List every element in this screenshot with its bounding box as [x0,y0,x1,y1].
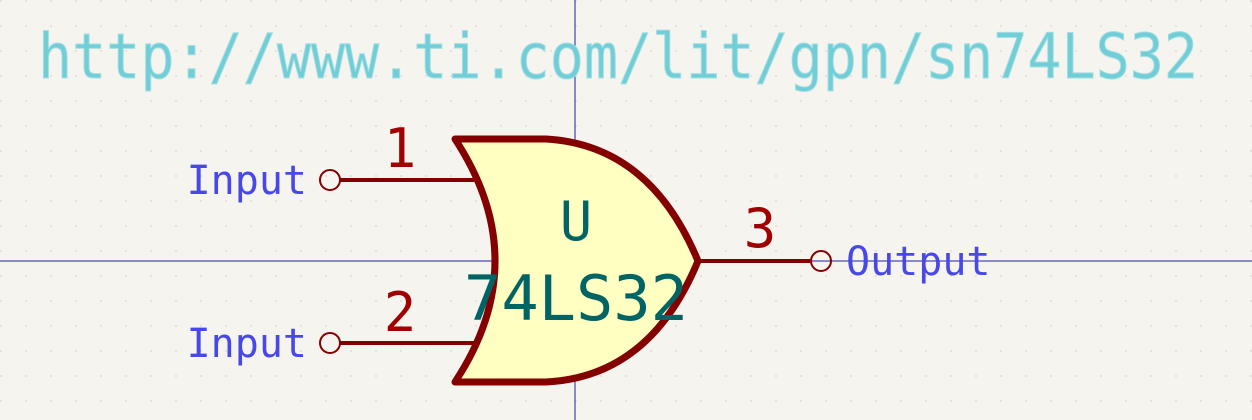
pin-1-name: Input [187,158,307,204]
or-gate-body[interactable] [451,135,702,386]
pin-2-name: Input [187,321,307,367]
part-value[interactable]: 74LS32 [464,262,688,335]
pin-1-number: 1 [384,117,417,180]
pin-2-number: 2 [384,281,417,344]
pin-3-name: Output [846,239,991,285]
datasheet-url[interactable]: http://www.ti.com/lit/gpn/sn74LS32 [38,20,1199,94]
pin-3-number: 3 [744,197,777,260]
pin-1-endpoint[interactable] [319,169,341,191]
pin-3-endpoint[interactable] [810,250,832,272]
pin-2-endpoint[interactable] [319,332,341,354]
reference-designator[interactable]: U [560,190,593,253]
